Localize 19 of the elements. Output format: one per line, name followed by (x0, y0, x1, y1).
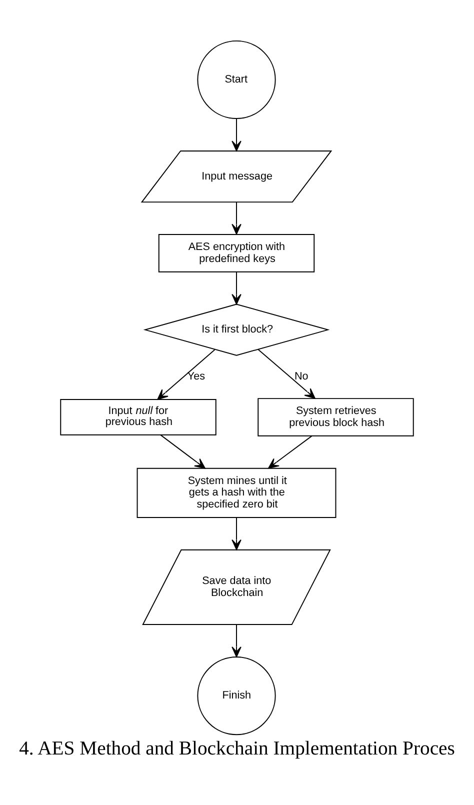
arrow (232, 202, 242, 235)
edge-label: No (294, 370, 308, 383)
node-box: Input null for previous hash (60, 399, 216, 436)
arrow (268, 436, 312, 469)
arrow (232, 271, 242, 305)
arrow (258, 348, 316, 399)
edge-label: Yes (187, 370, 206, 383)
arrow (232, 517, 242, 550)
arrow (232, 118, 242, 152)
node-circle: Finish (197, 656, 276, 736)
arrow (160, 434, 206, 469)
node-box: System retrieves previous block hash (258, 398, 414, 436)
node-circle: Start (197, 40, 276, 120)
node-box: AES encryption with predefined keys (158, 234, 315, 272)
arrow (232, 624, 242, 658)
caption: 4. AES Method and Blockchain Implementation Proces (19, 737, 455, 760)
node-box: System mines until it gets a hash with the specified zero bit (136, 468, 336, 518)
arrow (157, 349, 216, 400)
node-diamond: Is it first block? (143, 304, 330, 356)
